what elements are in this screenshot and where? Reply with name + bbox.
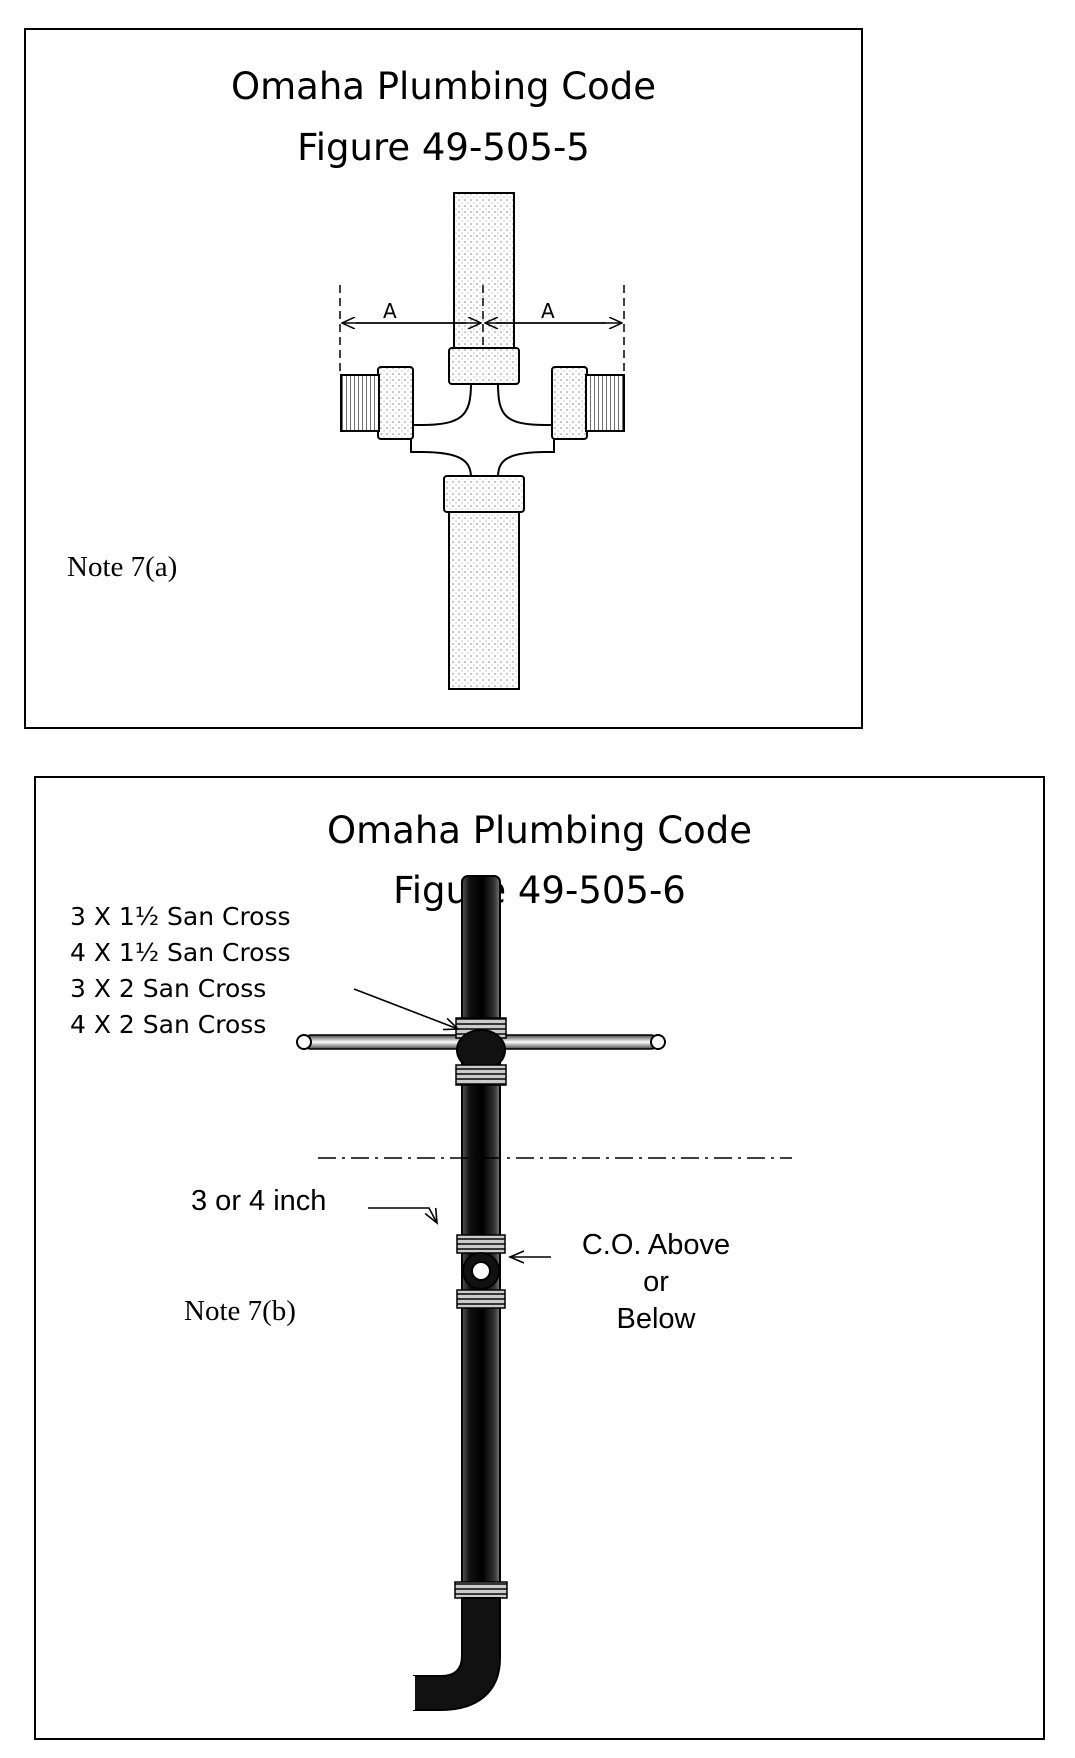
cleanout-lower-band — [456, 1289, 506, 1309]
vertical-stack-pipe — [461, 875, 501, 1589]
fitting-pointer-arrow — [353, 988, 458, 1029]
top-pipe — [453, 192, 515, 349]
cleanout-label-line1: C.O. Above — [581, 1229, 731, 1261]
pipe-size-pointer-arrow — [368, 1207, 437, 1223]
cleanout-upper-band — [456, 1234, 506, 1254]
fitting-item: 3 X 1½ San Cross — [70, 902, 291, 931]
bottom-pipe — [448, 511, 520, 690]
cleanout-label-line3: Below — [616, 1303, 696, 1335]
dimension-label-left: A — [383, 299, 397, 323]
top-hub — [448, 347, 520, 385]
bottom-elbow — [413, 1597, 501, 1711]
right-arm-cap — [650, 1034, 666, 1050]
right-hub — [551, 366, 588, 440]
figure2-title-line2: Figure 49-505-6 — [393, 869, 686, 912]
cleanout-cross-diagram — [296, 875, 792, 1711]
fitting-item: 4 X 1½ San Cross — [70, 938, 291, 967]
left-hub — [377, 366, 414, 440]
cross-lower-band — [455, 1064, 507, 1086]
fitting-item: 3 X 2 San Cross — [70, 974, 267, 1003]
cleanout-label-line2: or — [643, 1266, 669, 1298]
fitting-list: 3 X 1½ San Cross 4 X 1½ San Cross 3 X 2 … — [70, 899, 291, 1043]
left-arm-cap — [296, 1034, 312, 1050]
cross-fitting-body — [410, 382, 555, 479]
figure2-title-line1: Omaha Plumbing Code — [327, 809, 752, 852]
bottom-hub — [443, 475, 525, 513]
fitting-item: 4 X 2 San Cross — [70, 1010, 267, 1039]
left-threaded-nipple — [340, 374, 380, 432]
figure2-note: Note 7(b) — [184, 1295, 296, 1327]
dimension-label-right: A — [541, 299, 555, 323]
figure-49-505-6-panel: Omaha Plumbing Code Figure 49-505-6 — [34, 776, 1045, 1740]
figure1-title-line2: Figure 49-505-5 — [297, 126, 590, 169]
pipe-size-label: 3 or 4 inch — [191, 1185, 327, 1217]
left-branch-arm — [303, 1034, 470, 1050]
double-fixture-cross-diagram — [339, 192, 625, 690]
san-cross-fitting — [456, 1029, 506, 1071]
bottom-coupling — [454, 1581, 508, 1599]
cleanout-label: C.O. Above or Below — [576, 1227, 736, 1338]
figure1-title-line1: Omaha Plumbing Code — [231, 65, 656, 108]
figure-49-505-5-panel: Omaha Plumbing Code Figure 49-505-5 — [24, 28, 863, 729]
right-threaded-nipple — [585, 374, 625, 432]
figure1-note: Note 7(a) — [67, 551, 178, 583]
cleanout-plug-inner — [471, 1261, 491, 1281]
right-branch-arm — [492, 1034, 659, 1050]
